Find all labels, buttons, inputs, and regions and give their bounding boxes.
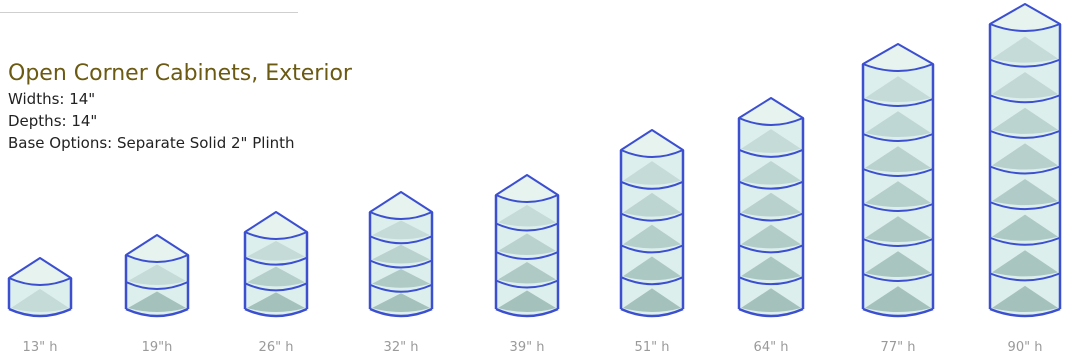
- cabinet-9: [988, 2, 1062, 318]
- open-corner-cabinet-icon: [494, 174, 560, 318]
- cabinet-height-label: 51" h: [634, 340, 670, 355]
- cabinet-4: [368, 190, 434, 318]
- widths-spec: Widths: 14": [8, 90, 96, 108]
- cabinet-height-label: 64" h: [753, 340, 789, 355]
- cabinet-height-label: 32" h: [383, 340, 419, 355]
- cabinet-3: [243, 210, 309, 318]
- open-corner-cabinet-icon: [243, 211, 309, 318]
- open-corner-cabinet-icon: [737, 97, 805, 318]
- cabinet-height-label: 19"h: [141, 340, 173, 355]
- product-title: Open Corner Cabinets, Exterior: [8, 61, 352, 86]
- depths-spec: Depths: 14": [8, 112, 98, 130]
- base-options-spec: Base Options: Separate Solid 2" Plinth: [8, 134, 295, 152]
- top-divider: [0, 12, 298, 13]
- cabinet-height-label: 77" h: [880, 340, 916, 355]
- open-corner-cabinet-icon: [7, 257, 73, 318]
- cabinet-height-label: 13" h: [22, 340, 58, 355]
- cabinet-6: [619, 128, 685, 318]
- cabinet-height-label: 39" h: [509, 340, 545, 355]
- cabinet-1: [7, 256, 73, 318]
- open-corner-cabinet-icon: [368, 191, 434, 318]
- open-corner-cabinet-icon: [124, 234, 190, 318]
- open-corner-cabinet-icon: [861, 43, 935, 318]
- open-corner-cabinet-icon: [988, 3, 1062, 318]
- cabinet-2: [124, 233, 190, 318]
- cabinet-7: [737, 96, 805, 318]
- cabinet-8: [861, 42, 935, 318]
- open-corner-cabinet-icon: [619, 129, 685, 318]
- product-info: Open Corner Cabinets, Exterior Widths: 1…: [8, 60, 352, 154]
- cabinet-5: [494, 173, 560, 318]
- cabinet-height-label: 26" h: [258, 340, 294, 355]
- cabinet-height-label: 90" h: [1007, 340, 1043, 355]
